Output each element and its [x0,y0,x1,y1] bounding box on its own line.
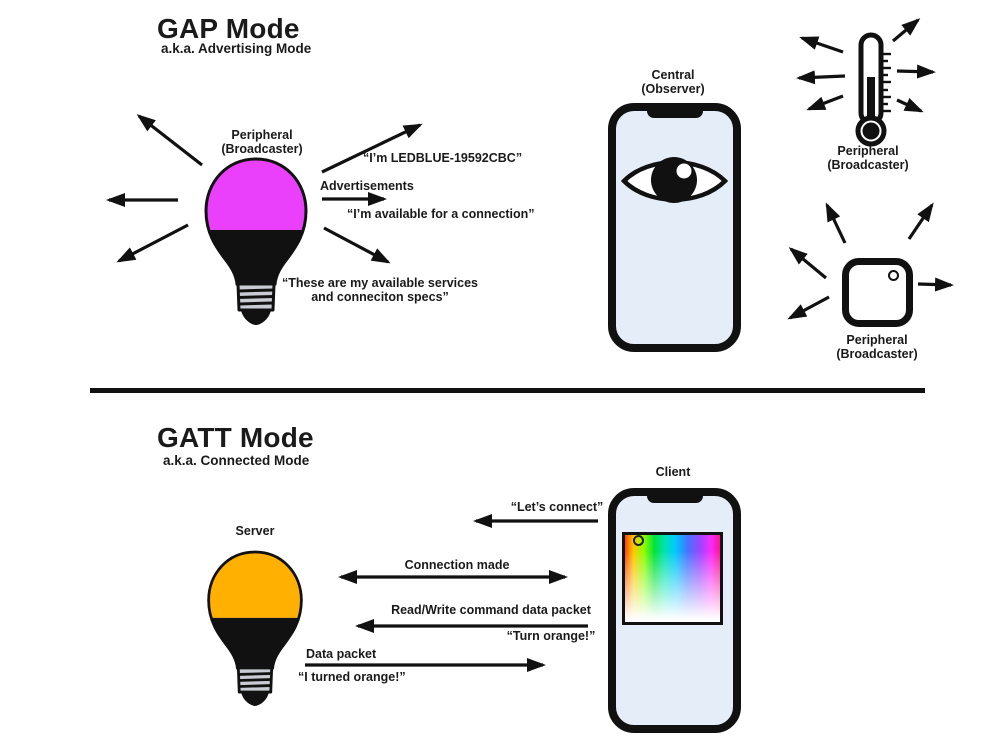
square-arrow-upright [907,202,934,240]
gatt-turn-orange-label: “Turn orange!” [506,629,596,643]
central-label: Central (Observer) [641,68,704,96]
square-label-line1: Peripheral [846,333,908,347]
gatt-subtitle: a.k.a. Connected Mode [163,453,310,468]
gap-quote-services-line2: and conneciton specs” [311,290,449,304]
gatt-title: GATT Mode [157,422,314,453]
gatt-i-turned-orange-label: “I turned orange!” [298,670,406,684]
client-label: Client [655,465,691,479]
thermo-arrow-left [796,70,846,85]
gap-subtitle: a.k.a. Advertising Mode [161,41,312,56]
gatt-lets-connect-label: “Let’s connect” [510,500,604,514]
gap-peripheral-bulb-label-line2: (Broadcaster) [221,142,303,156]
thermo-arrow-upleft [799,36,844,54]
thermo-arrow-downleft [806,94,844,111]
central-label-line2: (Observer) [641,82,705,96]
central-label-line1: Central [651,68,695,82]
thermo-arrow-downright [896,97,924,113]
gap-quote-id: “I’m LEDBLUE-19592CBC” [363,151,523,165]
thermometer-label-line2: (Broadcaster) [827,158,909,172]
phone-notch [646,494,703,503]
sensor-led-dot [888,270,899,281]
gap-peripheral-bulb-label: Peripheral (Broadcaster) [221,128,302,156]
thermo-arrow-right [896,64,936,79]
eye-icon [621,157,728,203]
gap-quote-services-line1: “These are my available services [282,276,478,290]
central-phone [608,103,741,352]
square-arrow-right [917,277,954,292]
gap-advert-arrow-downright [323,226,391,264]
gap-peripheral-bulb-label-line1: Peripheral [231,128,293,142]
square-arrow-upleft [788,247,828,280]
color-picker [622,532,723,625]
client-phone [608,488,741,733]
square-arrow-up [825,202,847,244]
square-label-line2: (Broadcaster) [836,347,918,361]
sensor-device-icon [842,258,913,327]
lightbulb-magenta-icon [204,157,308,325]
thermometer-peripheral-label: Peripheral (Broadcaster) [827,144,908,172]
thermometer-label-line1: Peripheral [837,144,899,158]
gap-quote-services: “These are my available services and con… [282,276,478,304]
square-peripheral-label: Peripheral (Broadcaster) [836,333,917,361]
gatt-data-packet-label: Data packet [306,647,377,661]
gap-advertisements-label: Advertisements [320,179,414,193]
gap-title: GAP Mode [157,13,300,44]
gatt-read-write-label: Read/Write command data packet [391,603,591,617]
lightbulb-orange-icon [207,550,303,706]
picker-cursor [633,535,644,546]
gap-broadcast-arrow-downleft [116,223,189,263]
section-divider [90,388,925,393]
thermometer-icon [855,32,891,147]
gap-broadcast-arrow-upleft [136,114,203,167]
thermo-arrow-upright [891,18,921,43]
square-arrow-downleft [787,295,830,320]
server-label: Server [235,524,275,538]
gap-quote-available: “I’m available for a connection” [347,207,535,221]
gatt-connection-made-label: Connection made [404,558,510,572]
phone-notch [646,109,703,118]
